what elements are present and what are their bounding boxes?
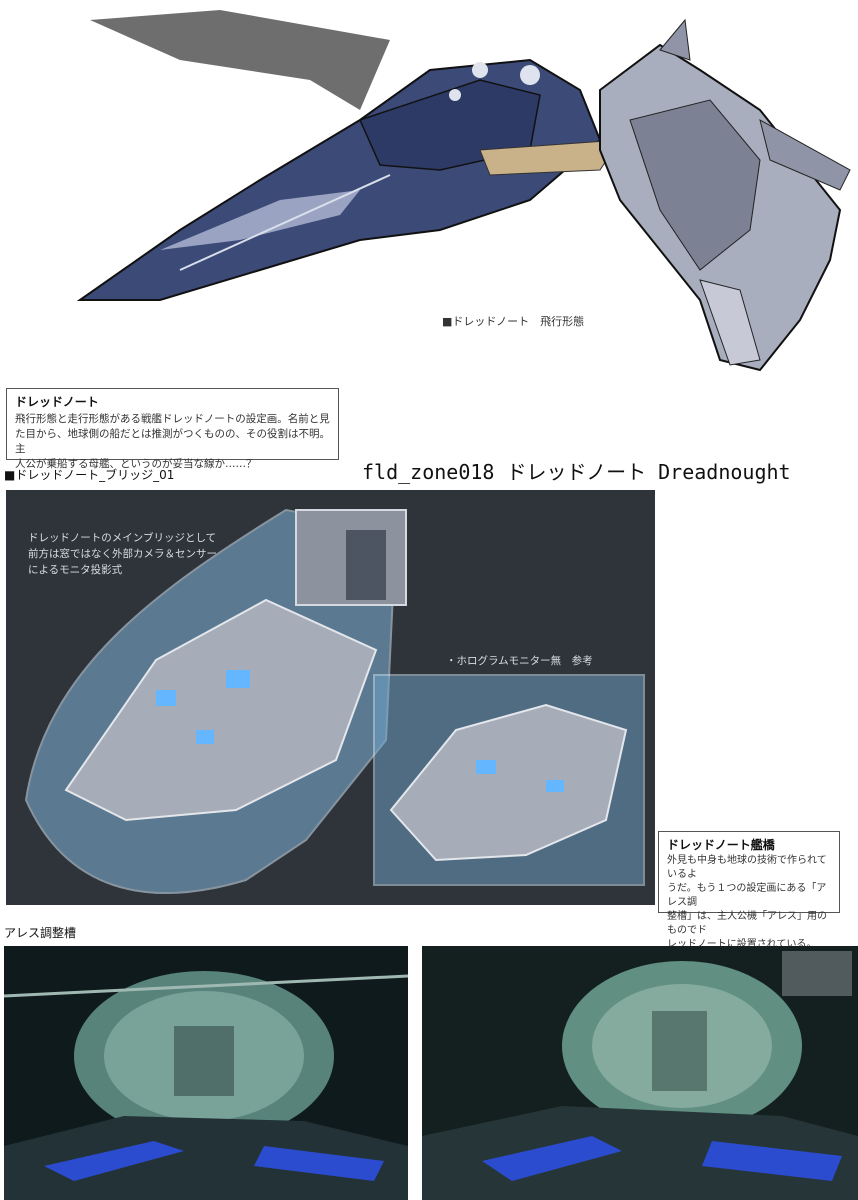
bridge-description-line: レッドノートに設置されている。 [667,939,817,950]
description-line: 人公が乗船する母艦、というのが妥当な線か……？ [15,458,257,470]
description-box: ドレッドノート 飛行形態と走行形態がある戦艦ドレッドノートの設定画。名前と見 た… [6,388,339,470]
bridge-section-header: ■ドレッドノート_ブリッジ_01 [4,468,175,482]
ares-section-header: アレス調整槽 [4,926,77,940]
ares-tank-illustration-left [4,946,408,1200]
bridge-description-box: ドレッドノート艦橋 外見も中身も地球の技術で作られているよ うだ。もう１つの設定… [658,831,840,950]
description-line: た目から、地球側の船だとは推測がつくものの、その役割は不明。主 [15,428,330,455]
ship-caption: ■ドレッドノート 飛行形態 [442,315,585,328]
ares-tank-illustration-right [422,946,858,1200]
bridge-description-line: 整槽」は、主人公機「アレス」用のものでド [667,911,827,936]
description-line: 飛行形態と走行形態がある戦艦ドレッドノートの設定画。名前と見 [15,413,330,425]
file-title: fld_zone018 ドレッドノート Dreadnought [362,460,791,484]
ares-tank-image-right [422,946,858,1200]
bridge-description-line: うだ。もう１つの設定画にある「アレス調 [667,883,827,908]
bridge-note-line: ドレッドノートのメインブリッジとして [28,532,217,544]
bridge-note-line: によるモニタ投影式 [28,564,123,576]
bridge-description-title: ドレッドノート艦橋 [667,838,775,852]
bridge-illustration [24,508,645,894]
description-title: ドレッドノート [15,395,99,409]
dreadnought-flight-form-illustration [76,10,851,372]
bridge-illustration-panel: ドレッドノートのメインブリッジとして 前方は窓ではなく外部カメラ＆センサー によ… [6,490,655,905]
bridge-description-line: 外見も中身も地球の技術で作られているよ [667,855,827,880]
bridge-note-line: 前方は窓ではなく外部カメラ＆センサー [28,548,217,560]
bridge-note: ドレッドノートのメインブリッジとして 前方は窓ではなく外部カメラ＆センサー によ… [28,530,217,578]
hologram-note: ・ホログラムモニター無 参考 [446,655,593,667]
ares-tank-image-left [4,946,408,1200]
